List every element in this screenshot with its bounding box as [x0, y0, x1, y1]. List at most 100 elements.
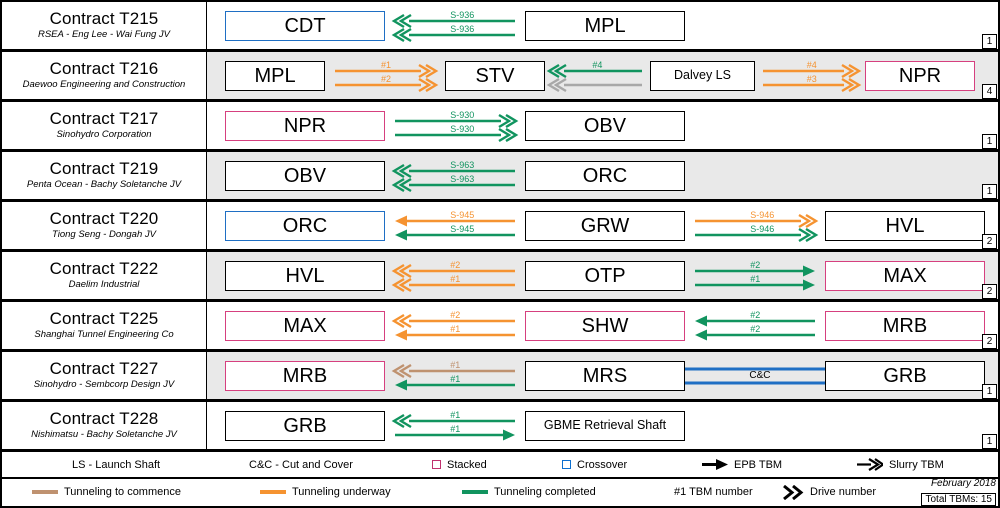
station-box[interactable]: MAX — [825, 260, 985, 291]
tbm-count-badge: 2 — [982, 334, 997, 349]
underway-line-swatch — [260, 490, 286, 494]
drive-label: #1 — [450, 273, 461, 284]
station-box[interactable]: OBV — [525, 110, 685, 141]
contractor-name: Penta Ocean - Bachy Soletanche JV — [26, 178, 182, 190]
station-box[interactable]: ORC — [225, 210, 385, 241]
tbm-count-badge: 2 — [982, 234, 997, 249]
legend-item: C&C - Cut and Cover — [249, 459, 353, 471]
station-box[interactable]: MPL — [225, 60, 325, 91]
station-label: OBV — [283, 164, 327, 187]
station-box[interactable]: MAX — [225, 310, 385, 341]
station-label: OBV — [583, 114, 627, 137]
legend-label: Tunneling underway — [292, 486, 391, 498]
station-box[interactable]: HVL — [825, 210, 985, 241]
station-box[interactable]: SHW — [525, 310, 685, 341]
station-box[interactable]: MRS — [525, 360, 685, 391]
contractor-name: Shanghai Tunnel Engineering Co — [34, 328, 174, 340]
report-date: February 2018 — [930, 478, 996, 489]
station-box[interactable]: NPR — [225, 110, 385, 141]
tbm-count-badge: 1 — [982, 184, 997, 199]
legend-item: EPB TBM — [702, 458, 782, 471]
legend-item: Tunneling to commence — [32, 486, 181, 498]
station-box[interactable]: OBV — [225, 160, 385, 191]
legend-label: Stacked — [447, 458, 487, 471]
contract-title: Contract T220 — [49, 209, 159, 229]
drive-label: #1 — [450, 373, 461, 384]
epb-tbm-arrow-icon — [702, 459, 728, 470]
footer-date-block: February 2018 Total TBMs: 15 — [921, 478, 996, 507]
contractor-name: Daelim Industrial — [68, 278, 140, 290]
legend-label: C&C - Cut and Cover — [249, 458, 353, 471]
legend-item: Crossover — [562, 459, 627, 471]
station-box[interactable]: ORC — [525, 160, 685, 191]
drive-label: S-946 — [750, 223, 775, 234]
tbm-count-badge: 4 — [982, 84, 997, 99]
contract-title: Contract T219 — [49, 159, 159, 179]
station-box[interactable]: GBME Retrieval Shaft — [525, 410, 685, 441]
legend-label: LS - Launch Shaft — [72, 458, 161, 471]
station-box[interactable]: NPR — [865, 60, 975, 91]
station-label: NPR — [898, 64, 942, 87]
legend-row-status: February 2018 Total TBMs: 15 Tunneling t… — [2, 478, 998, 507]
legend-row-symbols: LS - Launch Shaft C&C - Cut and Cover Stac… — [2, 452, 998, 479]
station-box[interactable]: CDT — [225, 10, 385, 41]
station-box[interactable]: GRW — [525, 210, 685, 241]
legend-item: Tunneling underway — [260, 486, 391, 498]
station-box[interactable]: STV — [445, 60, 545, 91]
contract-title: Contract T217 — [49, 109, 159, 129]
tbm-count-badge: 1 — [982, 434, 997, 449]
contractor-name: Sinohydro Corporation — [56, 128, 152, 140]
contract-title: Contract T225 — [49, 309, 159, 329]
drive-label: #3 — [806, 73, 817, 84]
contract-title: Contract T215 — [49, 9, 159, 29]
station-box[interactable]: OTP — [525, 260, 685, 291]
contractor-name: Tiong Seng - Dongah JV — [52, 228, 156, 240]
station-label: SHW — [581, 314, 629, 337]
station-label: MPL — [254, 64, 296, 87]
legend-item: Slurry TBM — [857, 458, 944, 471]
legend-label: Drive number — [810, 486, 877, 498]
legend-label: Slurry TBM — [889, 458, 944, 471]
drive-label: #1 — [450, 423, 461, 434]
legend-label: EPB TBM — [734, 458, 783, 471]
station-box[interactable]: MRB — [225, 360, 385, 391]
drive-label: S-963 — [450, 159, 475, 170]
cut-and-cover-label: C&C — [749, 369, 771, 381]
tbm-count-badge: 1 — [982, 34, 997, 49]
drive-label: #2 — [750, 309, 761, 320]
tbm-count-badge: 1 — [982, 384, 997, 399]
station-box[interactable]: Dalvey LS — [650, 60, 755, 91]
total-tbms-badge: Total TBMs: 15 — [921, 493, 996, 506]
station-label: NPR — [283, 114, 327, 137]
legend-item: Drive number — [782, 484, 877, 500]
drive-label: S-930 — [450, 123, 475, 134]
contractor-name: Nishimatsu - Bachy Soletanche JV — [31, 428, 177, 440]
station-label: HVL — [285, 264, 325, 287]
station-box[interactable]: MRB — [825, 310, 985, 341]
drive-label: #1 — [450, 323, 461, 334]
station-box[interactable]: GRB — [225, 410, 385, 441]
legend-item: LS - Launch Shaft — [72, 459, 160, 471]
station-box[interactable]: HVL — [225, 260, 385, 291]
station-label: GRB — [883, 364, 927, 387]
station-label: STV — [475, 64, 515, 87]
drive-label: #2 — [750, 259, 761, 270]
legend-item: Tunneling completed — [462, 486, 596, 498]
station-label: MRS — [582, 364, 628, 387]
station-label: GBME Retrieval Shaft — [543, 418, 667, 433]
station-box[interactable]: MPL — [525, 10, 685, 41]
station-label: MAX — [283, 314, 327, 337]
station-box[interactable]: GRB — [825, 360, 985, 391]
station-label: MRB — [282, 364, 328, 387]
